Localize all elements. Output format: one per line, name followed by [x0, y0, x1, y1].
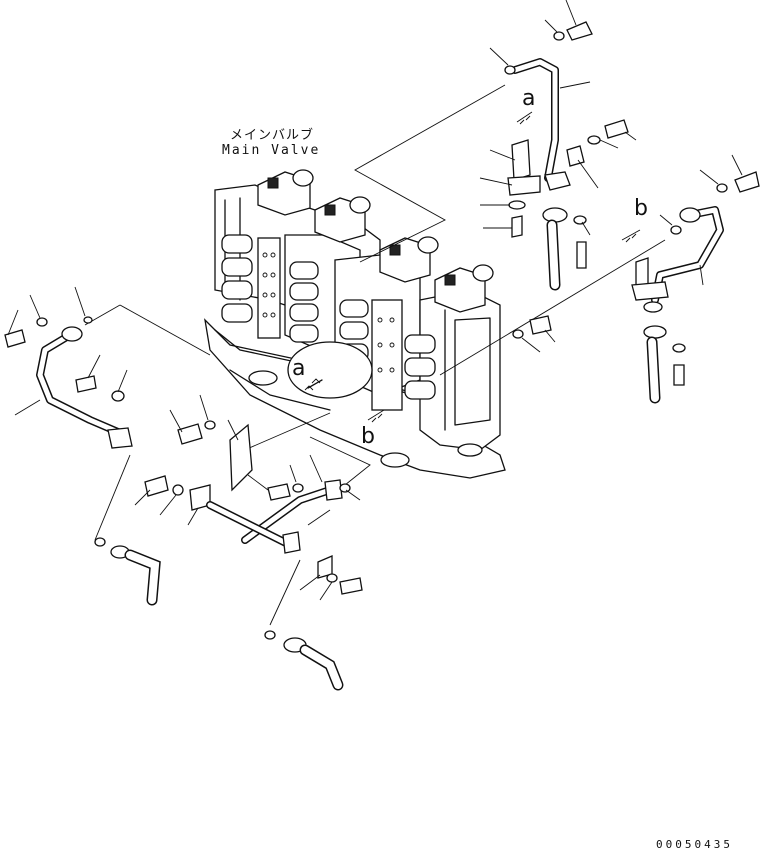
main-valve-label-jp: メインバルブ [230, 128, 315, 143]
drawing-number: 00050435 [656, 838, 733, 851]
pipe-left-assembly [4, 286, 133, 449]
pipe-a-assembly [479, 0, 637, 291]
lower-hoses [94, 537, 344, 691]
leader-lines [84, 84, 666, 626]
middle-left-parts [134, 394, 363, 601]
spool-stack-left [221, 234, 281, 339]
ref-label-b-right: b [634, 196, 648, 221]
ref-a-callout-ellipse [287, 341, 373, 399]
ref-label-b-block: b [361, 424, 375, 449]
pipe-b-assembly [621, 154, 760, 404]
solenoid-valves [257, 169, 494, 313]
main-valve-label-en: Main Valve [222, 143, 321, 158]
ref-label-a-block: a [292, 356, 306, 381]
ref-label-a-upper: a [522, 86, 536, 111]
main-valve-assembly [204, 169, 506, 479]
spool-stack-middle [289, 261, 319, 343]
bolt-washer-right [512, 315, 556, 353]
